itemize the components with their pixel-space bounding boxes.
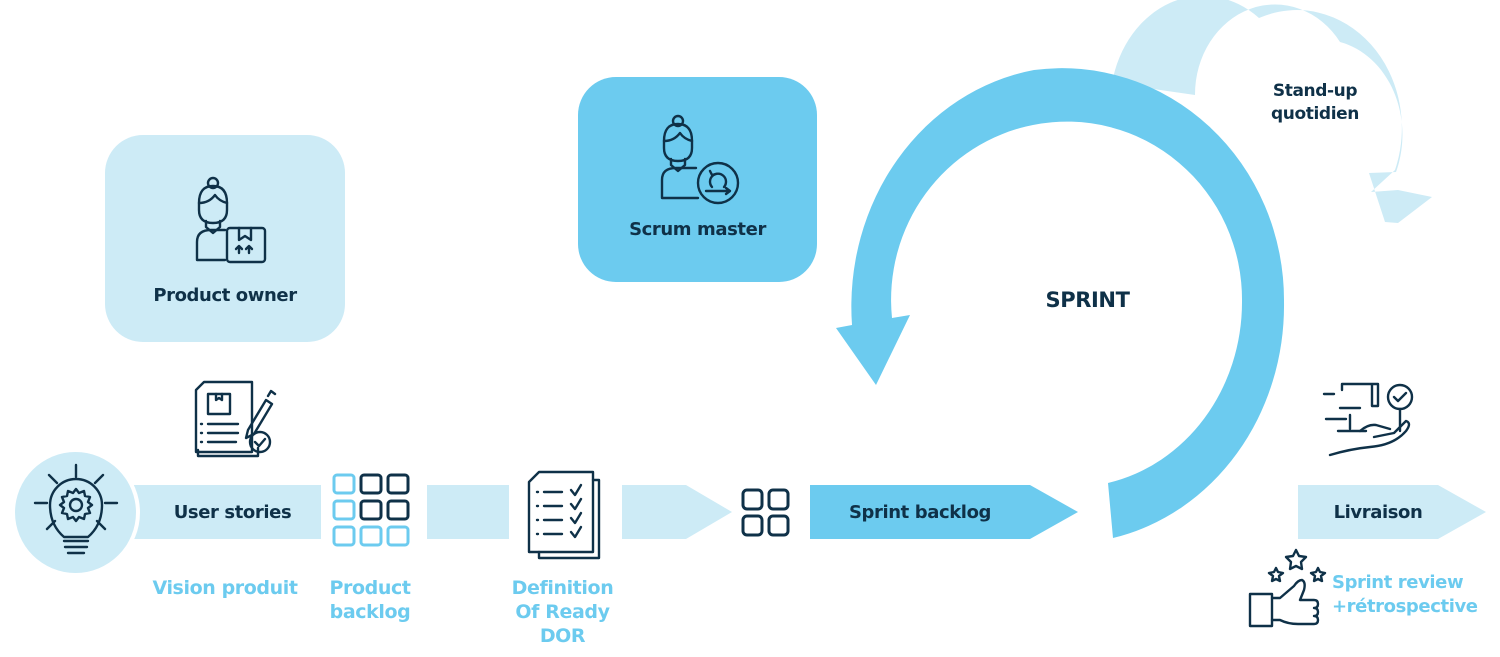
lightbulb-gear-icon — [33, 463, 118, 554]
product-backlog-caption-line2: backlog — [329, 601, 411, 623]
product-owner-label: Product owner — [153, 285, 297, 306]
standup-label: Stand-up quotidien — [1250, 80, 1380, 126]
delivery-hand-icon — [1322, 382, 1414, 457]
thumbs-up-stars-icon — [1248, 548, 1327, 628]
vision-produit-caption: Vision produit — [152, 577, 298, 599]
product-backlog-caption-line1: Product — [329, 577, 411, 599]
sprint-review-caption-line2: +rétrospective — [1332, 596, 1478, 617]
standup-arrow — [1112, 0, 1432, 223]
sprint-label: SPRINT — [1045, 288, 1130, 312]
flow-arrow-to-sprint — [622, 485, 732, 539]
sprint-backlog-label-wrap: Sprint backlog — [810, 485, 1030, 539]
scrum-master-label: Scrum master — [629, 219, 766, 240]
sprint-backlog-label: Sprint backlog — [848, 501, 992, 523]
user-stories-band: User stories — [134, 485, 321, 539]
product-owner-card: Product owner — [105, 135, 345, 342]
grid-9-icon — [332, 473, 410, 547]
dor-caption-line2: Of Ready — [515, 601, 610, 623]
livraison-label-wrap: Livraison — [1298, 485, 1458, 539]
dor-caption: Definition Of Ready DOR — [495, 576, 630, 648]
sprint-backlog-band — [810, 485, 1078, 539]
sprint-review-caption-line1: Sprint review — [1332, 572, 1464, 593]
user-stories-label: User stories — [173, 501, 292, 523]
flow-band-segment — [427, 485, 509, 539]
grid-4-icon — [741, 488, 790, 537]
woman-with-box-icon — [195, 176, 267, 264]
vision-circle — [15, 452, 136, 573]
sprint-review-caption: Sprint review +rétrospective — [1332, 571, 1492, 619]
standup-label-line1: Stand-up — [1272, 81, 1358, 101]
livraison-band — [1298, 485, 1486, 539]
checklist-icon — [527, 470, 601, 560]
product-backlog-caption: Product backlog — [310, 576, 430, 624]
standup-label-line2: quotidien — [1271, 104, 1359, 124]
woman-with-cycle-icon — [660, 114, 739, 205]
dor-caption-line3: DOR — [539, 625, 586, 647]
livraison-label: Livraison — [1333, 501, 1423, 523]
dor-caption-line1: Definition — [511, 577, 614, 599]
scrum-master-card: Scrum master — [578, 77, 817, 282]
document-pen-icon — [194, 380, 277, 458]
